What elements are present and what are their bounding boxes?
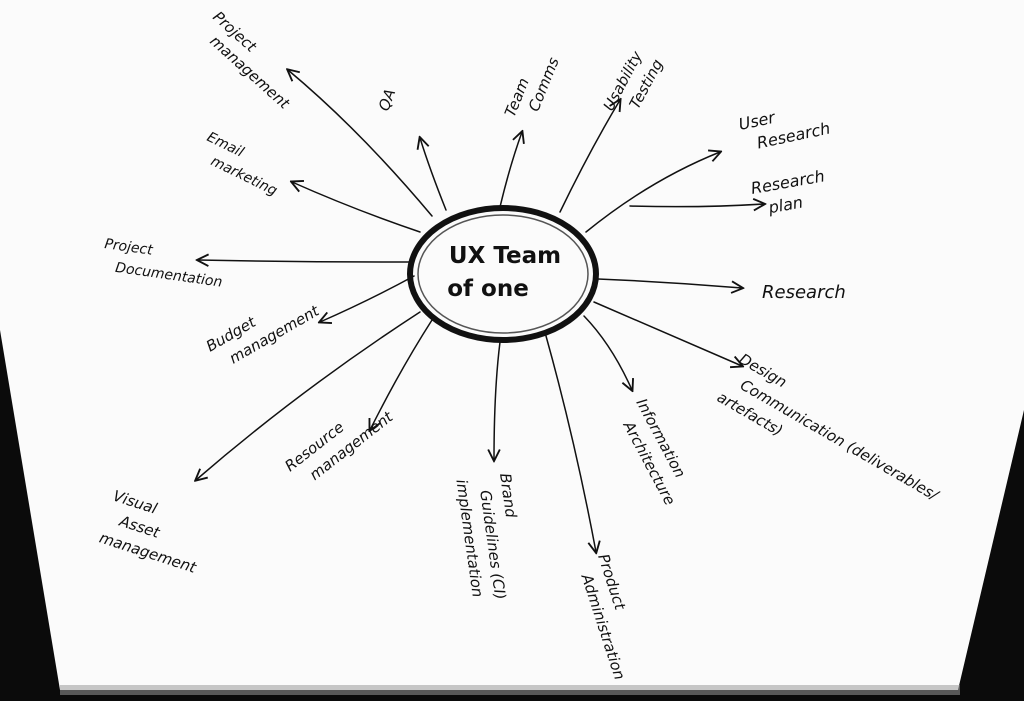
visual-asset-management-arrow (196, 311, 421, 480)
center-node-ring-inner (417, 214, 589, 334)
product-administration-arrow (545, 335, 596, 552)
project-management-arrow (288, 70, 433, 217)
center-label-line1: UX Team (449, 243, 561, 269)
brand-guidelines-arrow (494, 341, 501, 460)
information-architecture-arrow (583, 315, 632, 390)
team-comms-arrow (499, 132, 522, 208)
project-documentation-label-line: Project (103, 236, 154, 259)
project-documentation-arrow (198, 260, 411, 262)
design-communication-arrow (593, 301, 742, 366)
center-node: UX Team of one (407, 205, 599, 343)
center-label-line2: of one (447, 276, 529, 302)
budget-management-arrow (320, 275, 415, 322)
center-node-ring-outer (407, 205, 599, 343)
research-label-line: Research (762, 282, 846, 303)
user-research-arrow (585, 152, 720, 233)
email-marketing-arrow (292, 182, 421, 233)
connector-arrows (196, 70, 764, 552)
usability-testing-arrow (559, 100, 620, 213)
research-plan-arrow (629, 204, 764, 207)
research-label: Research (762, 282, 846, 303)
research-arrow (597, 278, 742, 288)
resource-management-arrow (370, 319, 433, 430)
paper-shadow-strip (60, 685, 960, 695)
qa-arrow (420, 138, 447, 211)
